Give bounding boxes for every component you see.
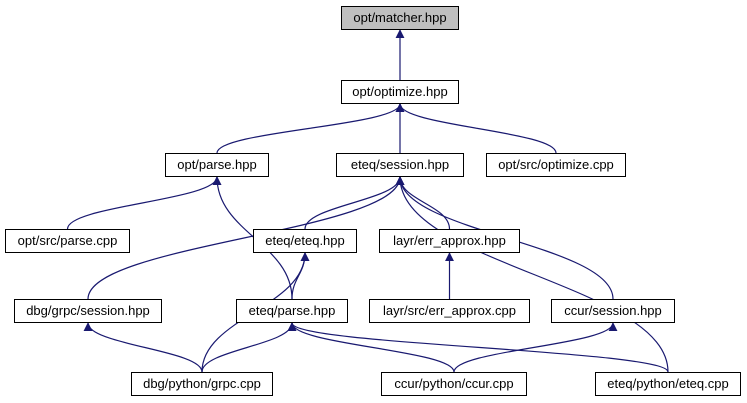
edge-dbg_python_grpc-to-eteq_parse: [201, 322, 297, 373]
edge-opt_src_optimize-to-opt_optimize: [395, 103, 557, 154]
node-ccur-session-hpp[interactable]: ccur/session.hpp: [551, 299, 675, 323]
edge-dbg_python_grpc-to-dbg_grpc_session: [83, 322, 203, 373]
edge-opt_src_parse-to-opt_parse: [66, 176, 222, 230]
node-dbg-python-grpc-cpp[interactable]: dbg/python/grpc.cpp: [131, 372, 273, 396]
node-ccur-python-ccur-cpp[interactable]: ccur/python/ccur.cpp: [381, 372, 527, 396]
edge-layr_err_approx-to-eteq_session: [395, 176, 451, 230]
node-eteq-eteq-hpp[interactable]: eteq/eteq.hpp: [253, 229, 357, 253]
edge-ccur_python_ccur-to-eteq_parse: [287, 322, 455, 373]
node-eteq-session-hpp[interactable]: eteq/session.hpp: [336, 153, 464, 177]
node-dbg-grpc-session-hpp[interactable]: dbg/grpc/session.hpp: [14, 299, 162, 323]
node-opt-src-optimize-cpp[interactable]: opt/src/optimize.cpp: [486, 153, 626, 177]
node-opt-src-parse-cpp[interactable]: opt/src/parse.cpp: [5, 229, 130, 253]
node-layr-src-err-approx-cpp[interactable]: layr/src/err_approx.cpp: [369, 299, 530, 323]
node-opt-parse-hpp[interactable]: opt/parse.hpp: [165, 153, 269, 177]
node-opt-matcher-hpp[interactable]: opt/matcher.hpp: [341, 6, 459, 30]
node-layr-err-approx-hpp[interactable]: layr/err_approx.hpp: [379, 229, 520, 253]
edge-ccur_python_ccur-to-ccur_session: [453, 322, 618, 373]
edge-eteq_python_eteq-to-eteq_parse: [287, 322, 669, 373]
edge-eteq_python_eteq-to-eteq_session: [395, 176, 669, 373]
node-eteq-parse-hpp[interactable]: eteq/parse.hpp: [236, 299, 348, 323]
edge-opt_parse-to-opt_optimize: [216, 103, 405, 154]
edge-dbg_grpc_session-to-eteq_session: [87, 176, 405, 300]
node-opt-optimize-hpp[interactable]: opt/optimize.hpp: [341, 80, 459, 104]
node-eteq-python-eteq-cpp[interactable]: eteq/python/eteq.cpp: [595, 372, 741, 396]
edge-eteq_parse-to-eteq_eteq: [291, 252, 310, 300]
